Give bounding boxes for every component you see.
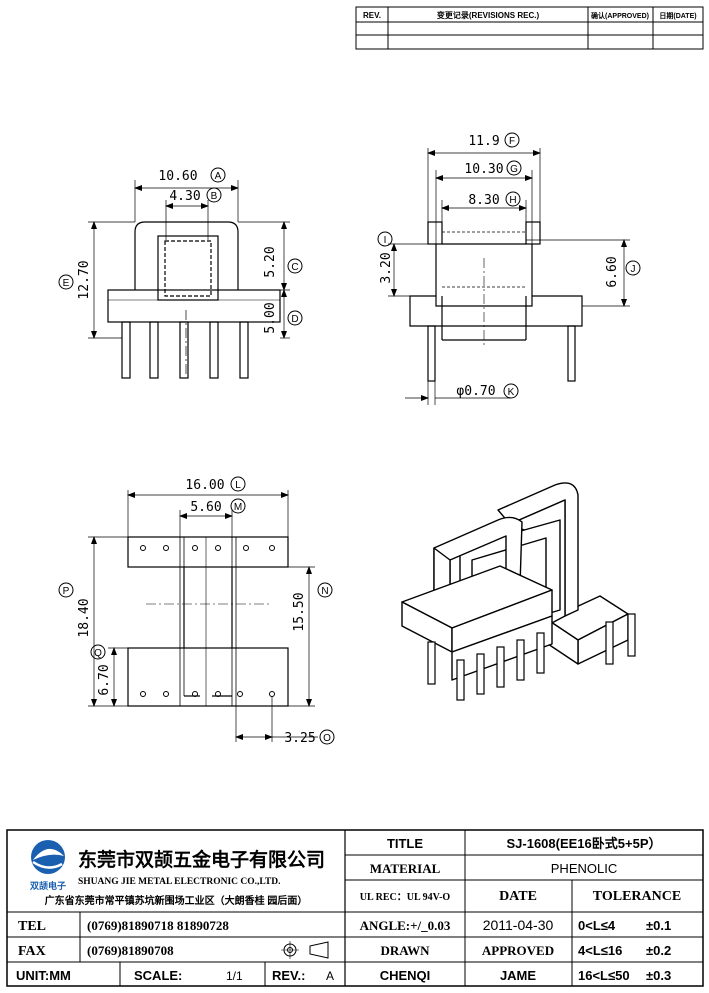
revision-table — [355, 6, 704, 50]
fax-value: (0769)81890708 — [87, 943, 174, 958]
isometric-view — [401, 482, 629, 681]
dim-i-value: 3.20 — [379, 252, 394, 283]
change-header: 变更记录(REVISIONS REC.) — [437, 10, 540, 20]
tolerance-range-1: 0<L≤4 — [578, 918, 616, 933]
date-value: 2011-04-30 — [483, 917, 554, 933]
scale-value: 1/1 — [226, 969, 243, 983]
dim-e-value: 12.70 — [77, 260, 92, 299]
material-label: MATERIAL — [370, 861, 441, 876]
front-view — [107, 221, 281, 379]
tolerance-value-1: ±0.1 — [646, 918, 671, 933]
dim-o-letter: O — [323, 733, 331, 744]
approved-header: 确认(APPROVED) — [591, 11, 649, 20]
dim-q-letter: Q — [94, 648, 102, 659]
drawn-label: DRAWN — [380, 943, 430, 958]
dim-q-value: 6.70 — [97, 664, 112, 695]
tolerance-range-3: 16<L≤50 — [578, 968, 630, 983]
dim-l-letter: L — [235, 480, 241, 491]
angle-tolerance: ANGLE:+/_0.03 — [360, 918, 451, 933]
rev-label: REV.: — [272, 968, 305, 983]
dim-p-letter: P — [63, 586, 70, 597]
front-pins — [121, 321, 249, 379]
dim-o-value: 3.25 — [284, 731, 315, 746]
dim-e-letter: E — [63, 278, 70, 289]
date-header: 日期(DATE) — [659, 11, 696, 20]
dim-a-value: 10.60 — [158, 169, 197, 184]
dim-d-value: 5.00 — [263, 302, 278, 333]
dim-g-letter: G — [510, 164, 518, 175]
dim-b-value: 4.30 — [169, 189, 200, 204]
tolerance-range-2: 4<L≤16 — [578, 943, 622, 958]
tolerance-label: TOLERANCE — [593, 889, 681, 904]
dim-j-letter: J — [631, 264, 636, 275]
approved-name: JAME — [500, 968, 536, 983]
tel-value: (0769)81890718 81890728 — [87, 918, 229, 933]
bottom-view — [127, 536, 289, 707]
scale-label: SCALE: — [134, 968, 182, 983]
company-name-cn: 东莞市双颉五金电子有限公司 — [78, 848, 325, 871]
unit-label: UNIT:MM — [16, 968, 71, 983]
dim-n-value: 15.50 — [292, 592, 307, 631]
date-label: DATE — [499, 889, 537, 904]
logo-text: 双颉电子 — [30, 880, 66, 891]
title-value: SJ-1608(EE16卧式5+5P） — [506, 836, 661, 851]
dim-n-letter: N — [321, 586, 328, 597]
dim-k-value: φ0.70 — [456, 384, 495, 399]
rev-header: REV. — [363, 11, 381, 20]
dim-f-value: 11.9 — [468, 134, 499, 149]
dim-m-value: 5.60 — [190, 500, 221, 515]
tolerance-value-3: ±0.3 — [646, 968, 671, 983]
projection-symbol — [281, 941, 329, 959]
dim-p-value: 18.40 — [77, 598, 92, 637]
drawn-name: CHENQI — [380, 968, 431, 983]
dim-m-letter: M — [234, 502, 242, 513]
company-name-en: SHUANG JIE METAL ELECTRONIC CO.,LTD. — [78, 877, 280, 887]
dim-g-value: 10.30 — [464, 162, 503, 177]
dim-f-letter: F — [509, 136, 515, 147]
tolerance-value-2: ±0.2 — [646, 943, 671, 958]
company-logo — [31, 840, 65, 874]
bottom-pin-holes — [140, 545, 275, 697]
rev-value: A — [326, 969, 334, 983]
dim-h-value: 8.30 — [468, 193, 499, 208]
dim-i-letter: I — [384, 235, 387, 246]
title-block — [6, 829, 704, 987]
company-address: 广东省东莞市常平镇苏坑新围场工业区（大朗香桂 园后面） — [45, 894, 308, 907]
dim-h-letter: H — [509, 195, 516, 206]
dim-d-letter: D — [291, 314, 298, 325]
fax-label: FAX — [18, 944, 46, 959]
dim-k-letter: K — [508, 387, 515, 398]
material-value: PHENOLIC — [551, 861, 617, 876]
dim-b-letter: B — [211, 191, 218, 202]
dim-a-letter: A — [215, 171, 222, 182]
tel-label: TEL — [18, 919, 46, 934]
dim-j-value: 6.60 — [605, 256, 620, 287]
side-view — [409, 221, 583, 382]
dim-l-value: 16.00 — [185, 478, 224, 493]
dim-c-value: 5.20 — [263, 246, 278, 277]
approved-label: APPROVED — [482, 943, 554, 958]
title-label: TITLE — [387, 836, 423, 851]
isometric-pins — [427, 613, 636, 701]
ul-rec: UL REC：UL 94V-O — [360, 892, 451, 903]
dim-c-letter: C — [291, 262, 298, 273]
